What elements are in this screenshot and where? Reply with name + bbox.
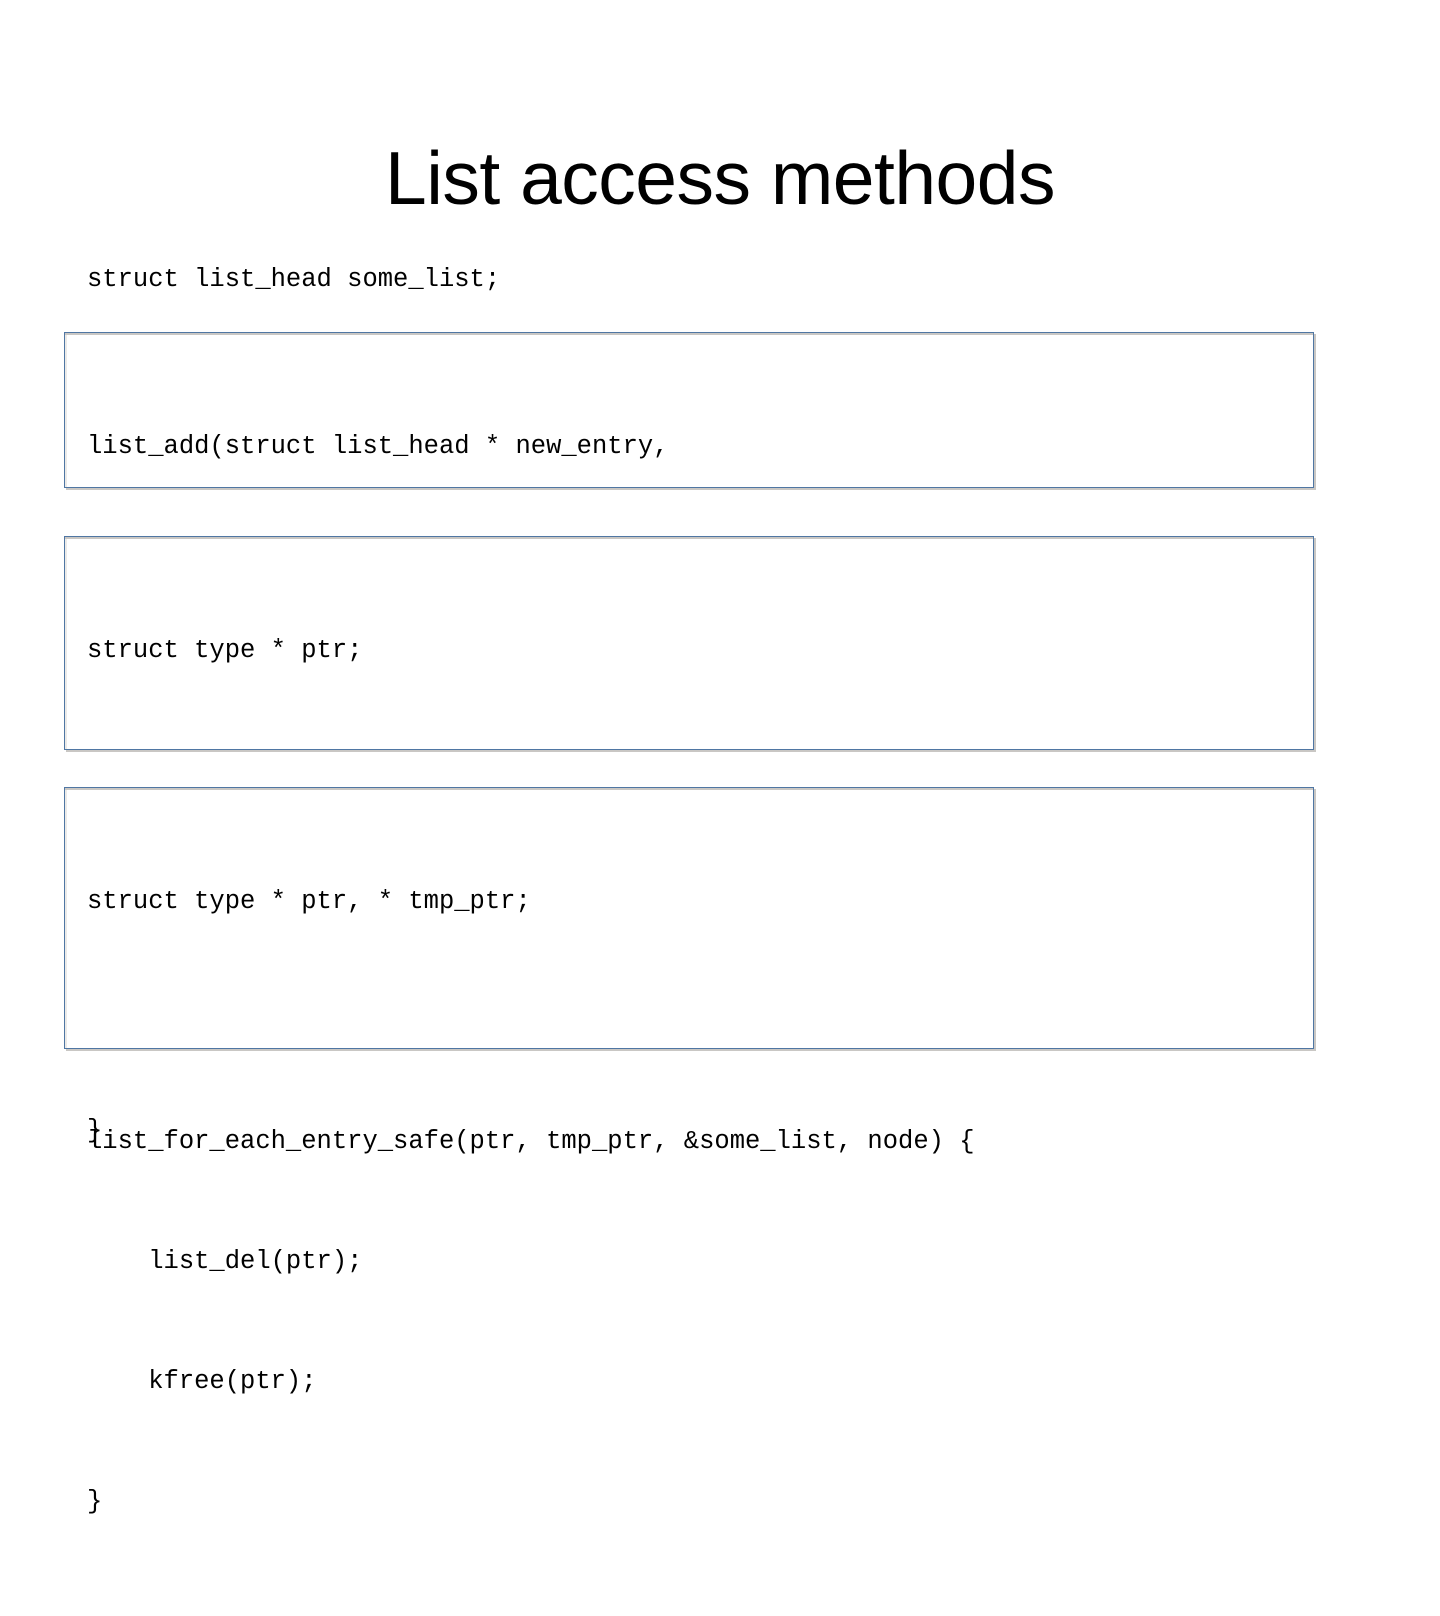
code-block-content: struct type * ptr, * tmp_ptr; list_for_e…: [65, 788, 1313, 1616]
code-block-list-add-del: list_add(struct list_head * new_entry, s…: [64, 332, 1314, 701]
code-line: struct type * ptr;: [87, 636, 363, 665]
code-line-blank: [87, 1002, 1299, 1042]
code-line-blank: [87, 751, 1299, 791]
code-line: struct type * ptr, * tmp_ptr;: [87, 887, 531, 916]
slide-canvas: List access methods struct list_head som…: [64, 136, 1314, 1516]
code-line: list_add(struct list_head * new_entry,: [87, 432, 669, 461]
page-title: List access methods: [385, 136, 1055, 221]
code-line: list_del(ptr);: [87, 1247, 363, 1276]
code-line: list_for_each_entry_safe(ptr, tmp_ptr, &…: [87, 1127, 975, 1156]
code-line: kfree(ptr);: [87, 1367, 317, 1396]
declaration-code-line: struct list_head some_list;: [87, 265, 501, 294]
code-line: }: [87, 1487, 103, 1516]
code-block-list-for-each-entry-safe: struct type * ptr, * tmp_ptr; list_for_e…: [64, 787, 1314, 1516]
code-block-list-for-each-entry: struct type * ptr; list_for_each_entry(p…: [64, 536, 1314, 1145]
